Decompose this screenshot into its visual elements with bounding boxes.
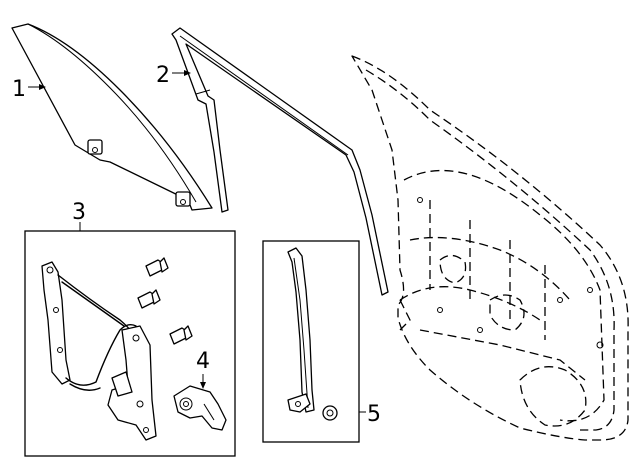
callout-4: 4 [196, 349, 210, 374]
guide-rail-frame [262, 240, 360, 443]
callout-2: 2 [156, 63, 170, 88]
glass-run-channel [171, 27, 389, 296]
door-shell-outline [351, 55, 629, 441]
callout-3: 3 [72, 200, 86, 225]
leader-arrow-2 [172, 70, 191, 76]
nut [322, 405, 338, 421]
regulator-motor [173, 385, 227, 431]
callout-5: 5 [367, 402, 381, 427]
callout-1: 1 [12, 77, 26, 102]
bolt [137, 289, 161, 309]
door-glass [11, 23, 213, 211]
bolt [145, 257, 169, 277]
leader-arrow-1 [28, 84, 46, 90]
glass-guide-rail [287, 247, 315, 413]
leader-arrow-4 [200, 374, 206, 389]
bolt [169, 325, 193, 345]
window-regulator [41, 261, 157, 441]
